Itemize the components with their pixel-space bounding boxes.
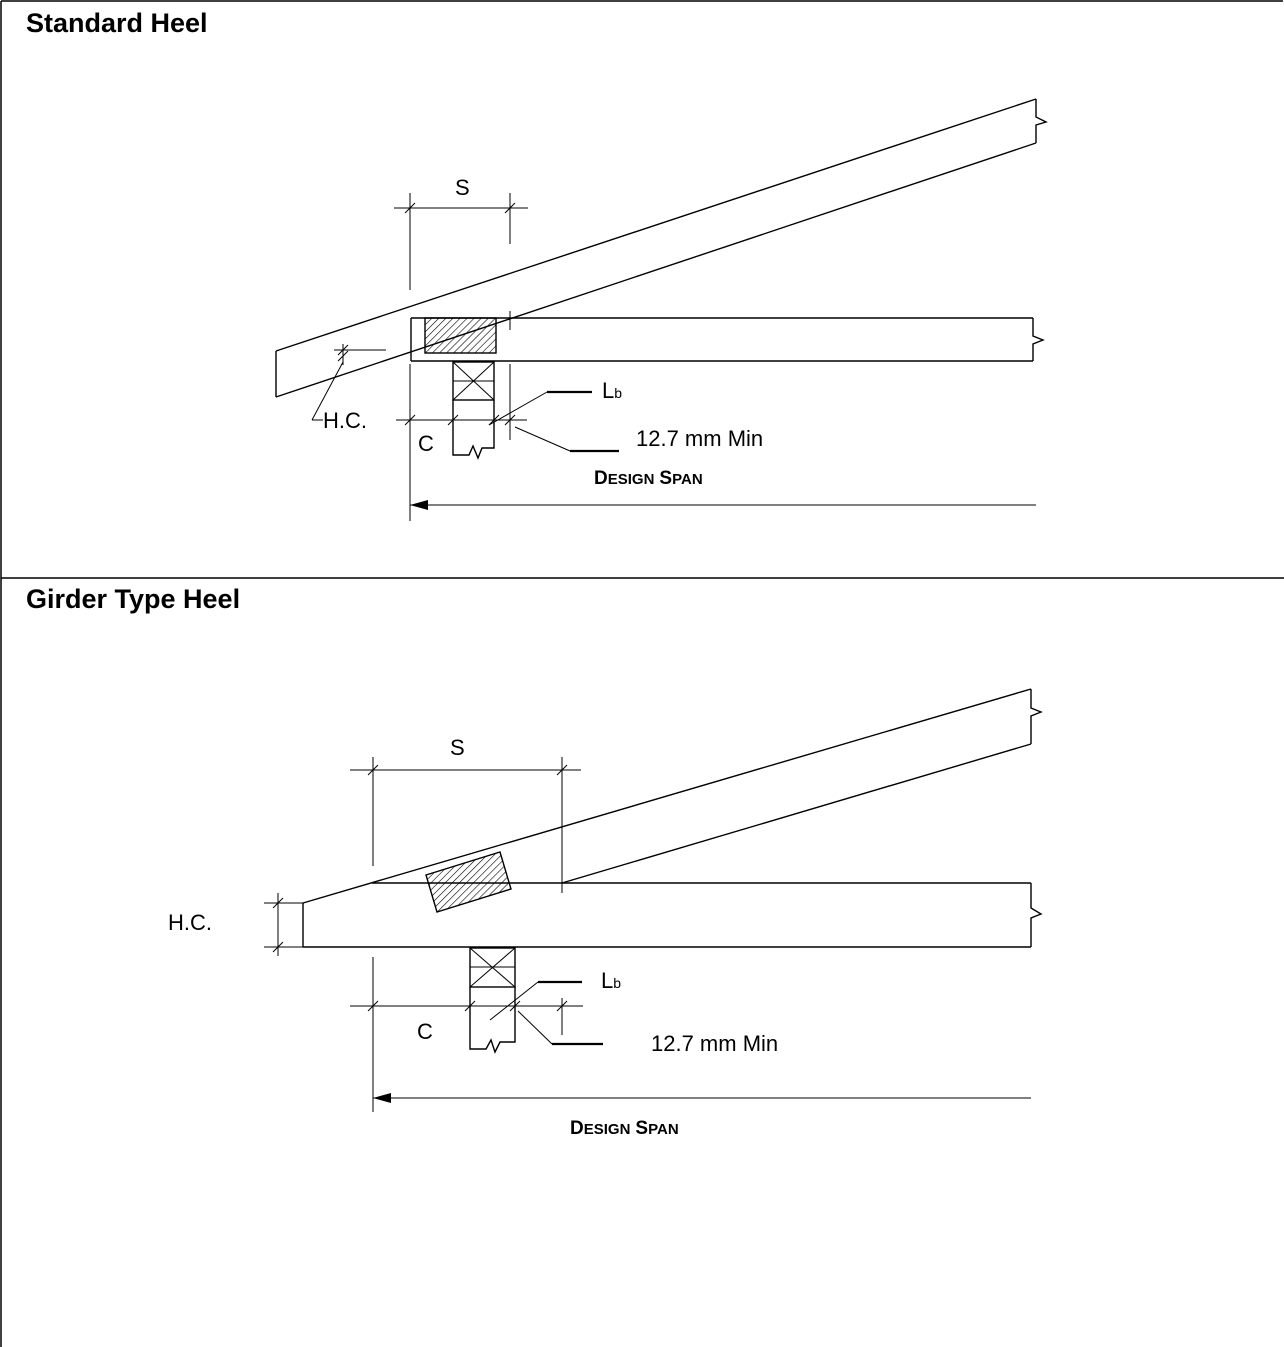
label-c: C: [417, 1019, 433, 1044]
bottom-chord: [410, 317, 1045, 362]
leader-min: [517, 1010, 603, 1046]
panel-title: Girder Type Heel: [26, 584, 241, 614]
label-lb: Lb: [601, 968, 621, 993]
dimension-s: [394, 193, 528, 330]
label-min: 12.7 mm Min: [636, 426, 763, 451]
design-span-arrow: [410, 500, 1036, 510]
bottom-chord: [302, 882, 1043, 948]
label-s: S: [450, 735, 465, 760]
dimension-hc: [311, 344, 386, 421]
top-chord: [302, 688, 1043, 904]
panel-title: Standard Heel: [26, 8, 208, 38]
label-hc: H.C.: [168, 910, 212, 935]
leader-min: [514, 426, 619, 453]
leader-lb: [489, 980, 582, 1021]
label-c: C: [418, 431, 434, 456]
label-hc: H.C.: [323, 408, 367, 433]
dimension-c: [350, 957, 583, 1112]
connector-plate: [425, 851, 512, 913]
bearing-block: [452, 361, 495, 460]
dimension-c: [396, 364, 527, 521]
panel-girder-type-heel: Girder Type Heel: [0, 578, 1284, 1347]
dimension-hc: [264, 893, 303, 956]
label-min: 12.7 mm Min: [651, 1031, 778, 1056]
panel-standard-heel: Standard Heel: [0, 0, 1284, 578]
leader-lb: [488, 390, 592, 426]
standard-heel-drawing: S H.C. C Lb: [275, 98, 1048, 521]
label-s: S: [455, 175, 470, 200]
label-lb: Lb: [602, 378, 622, 403]
bearing-block: [469, 947, 516, 1054]
girder-heel-drawing: S H.C. C Lb: [168, 688, 1043, 1139]
design-span-arrow: [373, 1093, 1031, 1103]
top-chord: [275, 98, 1048, 398]
dimension-s: [350, 757, 581, 893]
connector-plate: [424, 317, 497, 354]
